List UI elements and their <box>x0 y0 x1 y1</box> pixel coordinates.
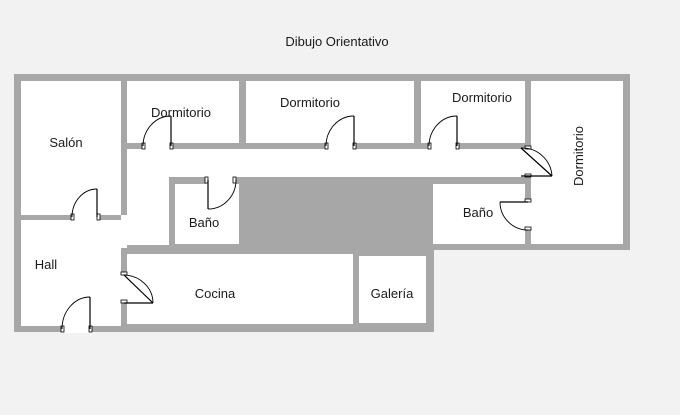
corridor-opening <box>121 215 127 248</box>
room-hall[interactable] <box>21 220 121 326</box>
room-dormitorio-3[interactable] <box>421 81 525 143</box>
room-dormitorio-2[interactable] <box>246 81 414 143</box>
exterior-area <box>434 250 630 332</box>
plan-title: Dibujo Orientativo <box>285 34 388 49</box>
label-dormitorio-4: Dormitorio <box>571 126 586 186</box>
label-cocina: Cocina <box>195 286 236 301</box>
door-dormitorio-4[interactable] <box>520 145 553 178</box>
door-dormitorio-2[interactable] <box>324 115 357 150</box>
label-dormitorio-1: Dormitorio <box>151 105 211 120</box>
label-bano-1: Baño <box>189 215 219 230</box>
room-dormitorio-4[interactable] <box>531 81 623 244</box>
label-dormitorio-3: Dormitorio <box>452 90 512 105</box>
room-bano-2[interactable] <box>433 184 525 244</box>
room-galeria[interactable] <box>359 256 426 323</box>
label-bano-2: Baño <box>463 205 493 220</box>
room-cocina[interactable] <box>127 254 353 324</box>
label-galeria: Galería <box>371 286 414 301</box>
outer-wall-bottom <box>14 326 434 332</box>
room-bano-1[interactable] <box>175 184 239 244</box>
door-bano-1[interactable] <box>204 176 237 210</box>
label-salon: Salón <box>49 135 82 150</box>
door-cocina[interactable] <box>120 271 154 304</box>
door-dormitorio-1[interactable] <box>141 115 174 150</box>
room-salon[interactable] <box>21 81 121 215</box>
label-dormitorio-2: Dormitorio <box>280 95 340 110</box>
door-dormitorio-3[interactable] <box>427 115 460 150</box>
label-hall: Hall <box>35 257 58 272</box>
light-shaft <box>243 180 429 250</box>
corridor-left <box>127 177 169 245</box>
door-entrance[interactable] <box>60 296 93 333</box>
door-salon[interactable] <box>70 188 101 222</box>
door-bano-2[interactable] <box>499 198 533 231</box>
corridor <box>127 149 527 177</box>
